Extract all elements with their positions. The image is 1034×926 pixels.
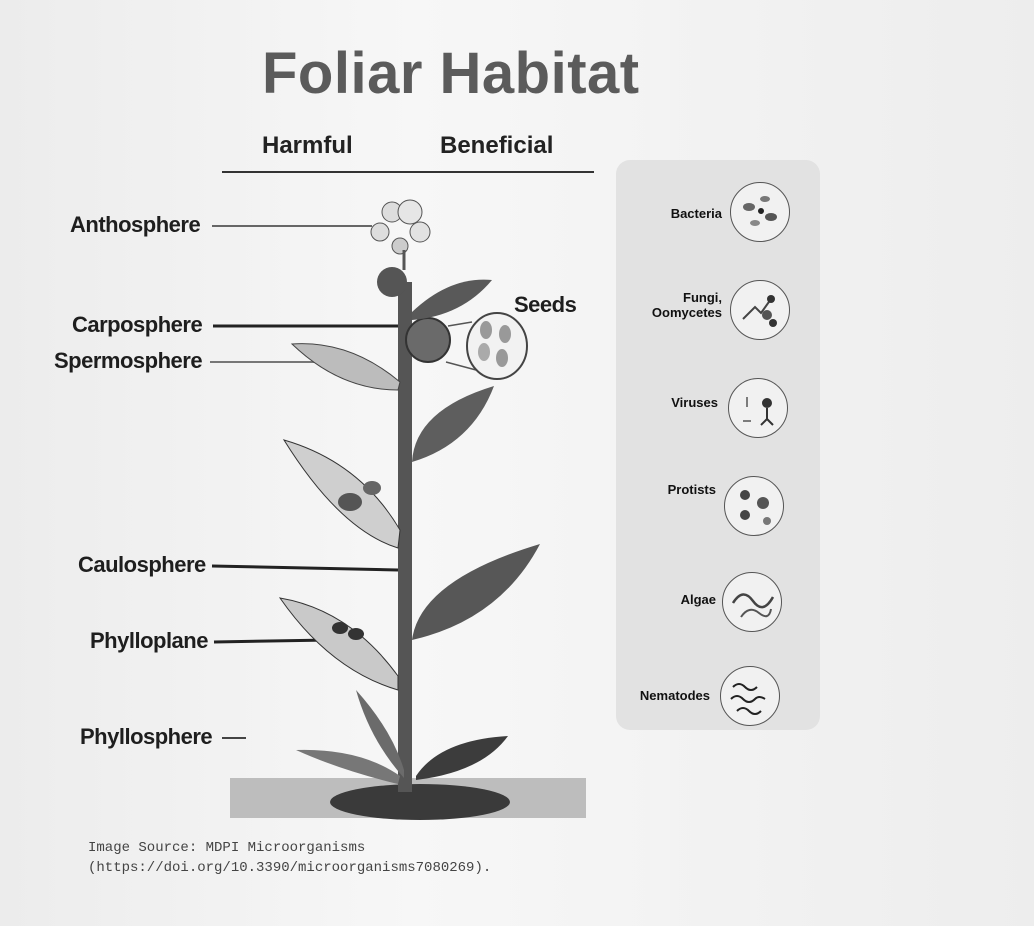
- stem: [398, 282, 412, 792]
- image-source-line2: (https://doi.org/10.3390/microorganisms7…: [88, 858, 491, 878]
- bacteria-icon: [730, 182, 790, 242]
- seeds-label: Seeds: [514, 292, 576, 318]
- phyllosphere-label: Phyllosphere: [80, 724, 212, 750]
- microbe-label-viruses: Viruses: [630, 395, 718, 410]
- phylloplane-label: Phylloplane: [90, 628, 208, 654]
- carposphere-label: Carposphere: [72, 312, 202, 338]
- virus-icon: [728, 378, 788, 438]
- bud: [377, 267, 407, 297]
- leaf: [412, 386, 494, 462]
- caulosphere-leader: [212, 566, 398, 570]
- algae-icon: [722, 572, 782, 632]
- leaf-with-lesions: [284, 440, 400, 548]
- phylloplane-leader: [214, 640, 330, 642]
- leaf-with-lesions: [280, 598, 398, 690]
- caulosphere-label: Caulosphere: [78, 552, 206, 578]
- fungi-icon: [730, 280, 790, 340]
- leaf: [292, 344, 400, 390]
- leaf: [412, 544, 540, 640]
- nematode-icon: [720, 666, 780, 726]
- flower-icon: [371, 200, 430, 270]
- microbe-label-fungi: Fungi,Oomycetes: [630, 290, 722, 320]
- protist-icon: [724, 476, 784, 536]
- anthosphere-label: Anthosphere: [70, 212, 200, 238]
- microbe-label-algae: Algae: [630, 592, 716, 607]
- leaf: [416, 736, 508, 780]
- soil-mound: [330, 784, 510, 820]
- seeds-connector: [448, 322, 472, 326]
- spermosphere-label: Spermosphere: [54, 348, 202, 374]
- fruit: [406, 318, 450, 362]
- image-source-line1: Image Source: MDPI Microorganisms: [88, 838, 491, 858]
- leaf: [412, 280, 492, 320]
- microbe-label-bacteria: Bacteria: [630, 206, 722, 221]
- microbe-panel: [616, 160, 820, 730]
- microbe-label-protists: Protists: [630, 482, 716, 497]
- seeds-icon: [467, 313, 527, 379]
- microbe-label-nematodes: Nematodes: [616, 688, 710, 703]
- image-source: Image Source: MDPI Microorganisms (https…: [88, 838, 491, 878]
